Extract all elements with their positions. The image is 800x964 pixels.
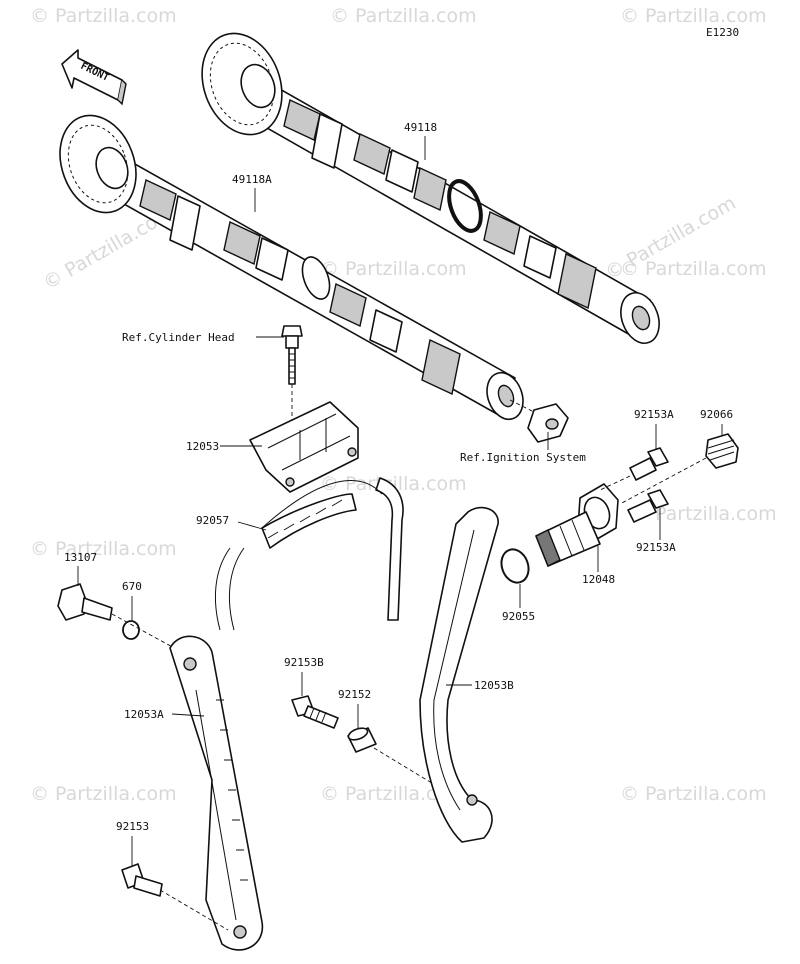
part-label-92055: 92055: [502, 610, 535, 623]
part-label-92152: 92152: [338, 688, 371, 701]
chain-guide-upper: [249, 401, 359, 493]
chain-guide-right: [419, 506, 499, 843]
chain-guide-left: [169, 635, 264, 951]
part-label-670: 670: [122, 580, 142, 593]
watermark: © Partzilla.com: [30, 5, 177, 27]
watermark: © Partzilla.com: [620, 5, 767, 27]
part-label-12053B: 12053B: [474, 679, 514, 692]
part-label-49118A: 49118A: [232, 173, 272, 186]
part-label-92153B: 92153B: [284, 656, 324, 669]
watermark: © Partzilla.com: [630, 503, 777, 525]
bolt-92153B: [291, 695, 339, 729]
ignition-rotor: [509, 399, 569, 443]
diagram-code: E1230: [706, 26, 739, 39]
leader-line: [171, 713, 205, 717]
watermark: © Partzilla.com: [620, 783, 767, 805]
watermark: © Partzilla.com: [620, 258, 767, 280]
part-label-12053A: 12053A: [124, 708, 164, 721]
part-label-12053: 12053: [186, 440, 219, 453]
cam-chain: [214, 477, 404, 631]
part-label-12048: 12048: [582, 573, 615, 586]
leader-line: [237, 521, 267, 531]
cam-chain-tensioner: [535, 483, 619, 567]
watermark: © Partzilla.com: [320, 473, 467, 495]
collar-92152: [347, 727, 441, 789]
ref-ignition-system: Ref.Ignition System: [460, 451, 586, 464]
part-label-92057: 92057: [196, 514, 229, 527]
cap-bolt-92066: [619, 433, 739, 505]
bolt-13107: [57, 583, 179, 651]
watermark: © Partzilla.com: [330, 5, 477, 27]
part-label-92153: 92153: [116, 820, 149, 833]
o-ring-670: [122, 620, 140, 640]
camshaft-intake: [59, 114, 524, 421]
o-ring-92055: [500, 548, 530, 584]
bolt-92153A-bottom: [627, 489, 669, 523]
ref-cylinder-head: Ref.Cylinder Head: [122, 331, 235, 344]
part-label-92153A-top: 92153A: [634, 408, 674, 421]
watermark: © Partzilla.com: [320, 783, 467, 805]
front-arrow-icon: FRONT: [61, 49, 127, 106]
bolt-92153: [121, 863, 229, 931]
part-label-92066: 92066: [700, 408, 733, 421]
watermark: © Partzilla.com: [320, 258, 467, 280]
watermark: © Partzilla.com: [30, 538, 177, 560]
bolt-92153A-top: [599, 447, 669, 491]
part-label-92153A-bottom: 92153A: [636, 541, 676, 554]
part-label-13107: 13107: [64, 551, 97, 564]
watermark: © Partzilla.com: [30, 783, 177, 805]
part-label-49118: 49118: [404, 121, 437, 134]
camshaft-exhaust: [201, 32, 660, 344]
